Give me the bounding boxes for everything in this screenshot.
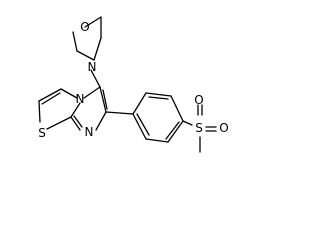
bond (70, 116, 81, 131)
bond (60, 88, 78, 99)
bond (148, 96, 169, 100)
bond (72, 31, 78, 52)
bond (95, 111, 107, 131)
oxygen-atom-label: O (80, 20, 89, 34)
sulfonyl-group (182, 104, 217, 153)
bond (99, 86, 107, 113)
morpholine-ring (72, 16, 102, 61)
bond (90, 69, 101, 88)
bond (38, 100, 41, 123)
bond (136, 113, 150, 136)
bond (83, 86, 101, 99)
bond (76, 50, 95, 61)
bond (165, 121, 180, 140)
oxygen-atom-label: O (219, 121, 228, 135)
bond (93, 37, 102, 61)
bond (41, 92, 61, 105)
imidazole-ring (70, 86, 108, 131)
bond (167, 120, 184, 143)
bond (102, 89, 108, 110)
oxygen-atom-label: O (194, 93, 203, 107)
sulfur-atom-label: S (195, 121, 203, 135)
bond (132, 92, 147, 115)
bond (170, 95, 184, 122)
nitrogen-atom-label: N (85, 125, 94, 139)
chemical-structure: O N N N S S O O (38, 16, 229, 153)
bond (105, 111, 134, 115)
bond (84, 16, 102, 28)
bond (145, 92, 172, 97)
bond (73, 115, 83, 128)
bond (70, 102, 81, 118)
sulfur-atom-label: S (38, 126, 46, 140)
bond (182, 120, 193, 126)
bond (145, 138, 169, 143)
bond (132, 113, 147, 140)
phenyl-ring (105, 92, 184, 143)
bond (46, 116, 72, 130)
thiazole-ring (38, 88, 78, 130)
nitrogen-atom-label: N (88, 60, 97, 74)
bond (38, 88, 62, 102)
nitrogen-atom-label: N (76, 92, 85, 106)
